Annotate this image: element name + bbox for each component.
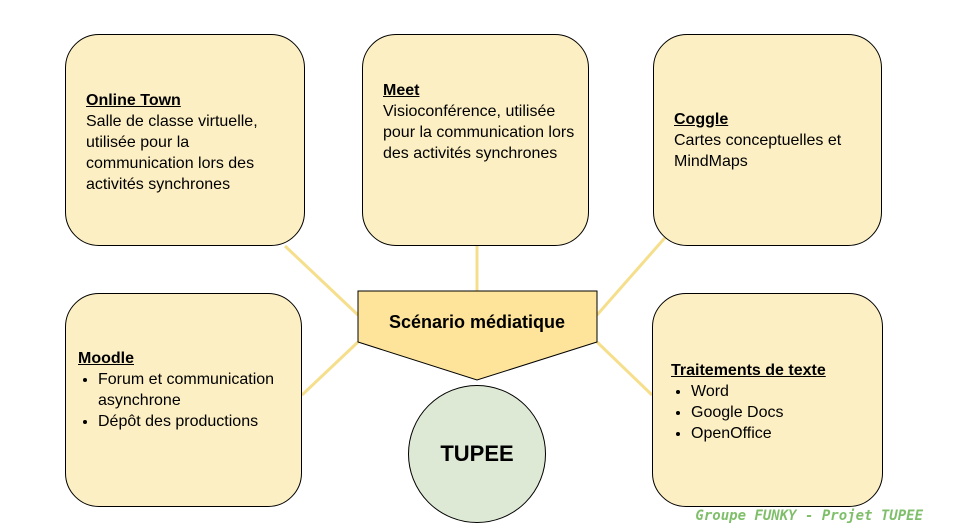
card-title-meet: Meet [383,82,420,99]
tupee-label: TUPEE [440,441,514,466]
card-body-meet: Visioconférence, utilisée pour la commun… [383,103,575,162]
card-online-town: Online Town Salle de classe virtuelle, u… [65,34,305,246]
connector-online-town [283,244,360,317]
card-body-coggle: Cartes conceptuelles et MindMaps [674,132,842,170]
card-traitements-texte: Traitements de texte Word Google Docs Op… [652,293,883,507]
card-title-moodle: Moodle [78,350,134,367]
connector-coggle [595,231,672,316]
list-item: Forum et communication asynchrone [98,369,291,411]
card-title-coggle: Coggle [674,111,729,128]
tupee-circle: TUPEE [408,385,546,523]
card-title-online-town: Online Town [86,92,181,109]
connector-texte [595,340,654,397]
texte-list: Word Google Docs OpenOffice [671,381,874,444]
card-meet: Meet Visioconférence, utilisée pour la c… [362,34,589,246]
list-item: Dépôt des productions [98,411,291,432]
list-item: OpenOffice [691,423,874,444]
card-body-online-town: Salle de classe virtuelle, utilisée pour… [86,113,258,193]
footer-caption: Groupe FUNKY - Projet TUPEE [695,508,923,524]
list-item: Google Docs [691,402,874,423]
card-coggle: Coggle Cartes conceptuelles et MindMaps [653,34,882,246]
list-item: Word [691,381,874,402]
card-title-traitements-texte: Traitements de texte [671,362,826,379]
card-moodle: Moodle Forum et communication asynchrone… [65,293,302,507]
connector-moodle [300,340,360,397]
moodle-list: Forum et communication asynchrone Dépôt … [78,369,291,432]
scenario-label: Scénario médiatique [388,312,566,332]
